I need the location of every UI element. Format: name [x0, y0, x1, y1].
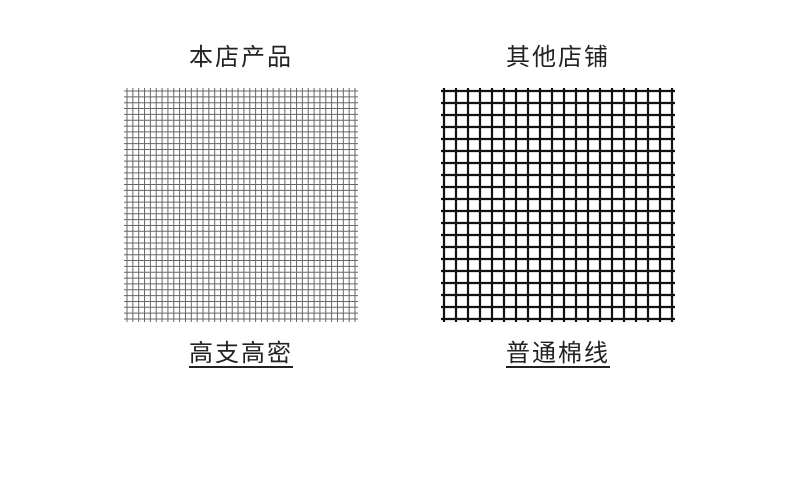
caption-other-stores-text: 普通棉线 [506, 339, 610, 367]
caption-other-stores: 普通棉线 [438, 336, 678, 370]
fine-weave-grid [124, 88, 358, 322]
caption-our-product: 高支高密 [121, 336, 361, 370]
coarse-weave-grid [441, 88, 675, 322]
panel-title-our-product: 本店产品 [189, 43, 293, 71]
caption-our-product-text: 高支高密 [189, 339, 293, 367]
coarse-weave-grid-svg [441, 88, 675, 322]
panel-title-other-stores: 其他店铺 [506, 43, 610, 71]
fine-weave-grid-svg [124, 88, 358, 322]
